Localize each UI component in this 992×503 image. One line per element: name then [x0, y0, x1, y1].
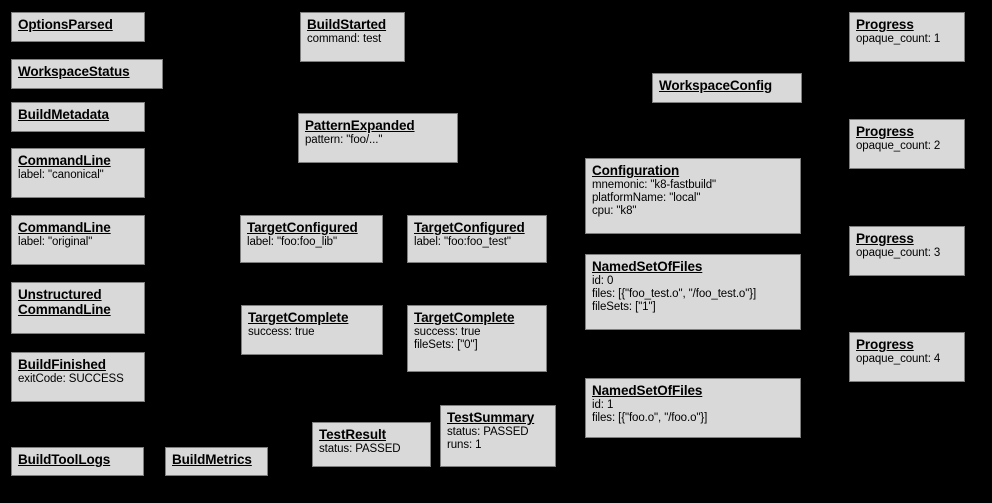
event-node-title: TargetComplete	[248, 310, 349, 325]
event-node-field: platformName: "local"	[592, 191, 701, 204]
event-node-field: cpu: "k8"	[592, 204, 637, 217]
event-node-unstructured-command-line[interactable]: Unstructured CommandLine	[11, 282, 145, 334]
event-node-title: PatternExpanded	[305, 118, 415, 133]
event-node-field: pattern: "foo/..."	[305, 134, 383, 147]
event-node-title: Configuration	[592, 163, 680, 178]
event-node-title: TargetConfigured	[247, 220, 358, 235]
event-node-title: Progress	[856, 337, 914, 352]
event-node-title: Unstructured CommandLine	[18, 287, 111, 318]
event-node-field: opaque_count: 1	[856, 33, 941, 46]
event-node-field: label: "foo:foo_lib"	[247, 236, 337, 249]
event-node-workspace-status[interactable]: WorkspaceStatus	[11, 59, 163, 89]
event-node-fields: opaque_count: 2	[856, 140, 958, 153]
event-node-field: label: "foo:foo_test"	[414, 236, 511, 249]
event-node-title: Progress	[856, 231, 914, 246]
event-node-field: success: true	[248, 326, 315, 339]
event-node-title: BuildMetrics	[172, 452, 252, 467]
event-node-fields: exitCode: SUCCESS	[18, 373, 138, 386]
event-node-title: Progress	[856, 124, 914, 139]
event-node-field: fileSets: ["0"]	[414, 338, 478, 351]
event-node-title: OptionsParsed	[18, 17, 113, 32]
event-node-fields: success: true	[248, 326, 376, 339]
event-node-field: files: [{"foo_test.o", "/foo_test.o"}]	[592, 287, 757, 300]
event-node-title: WorkspaceStatus	[18, 64, 130, 79]
event-node-build-metadata[interactable]: BuildMetadata	[11, 102, 145, 132]
event-node-fields: opaque_count: 1	[856, 33, 958, 46]
event-node-title: Progress	[856, 17, 914, 32]
event-node-field: opaque_count: 4	[856, 353, 941, 366]
event-node-field: label: "original"	[18, 236, 93, 249]
event-node-field: command: test	[307, 33, 382, 46]
event-node-title: BuildToolLogs	[18, 452, 111, 467]
event-node-field: opaque_count: 3	[856, 247, 941, 260]
event-node-title: TestSummary	[447, 410, 535, 425]
event-node-title: BuildStarted	[307, 17, 387, 32]
event-node-fields: label: "foo:foo_test"	[414, 236, 540, 249]
event-node-title: CommandLine	[18, 153, 111, 168]
event-node-field: exitCode: SUCCESS	[18, 373, 124, 386]
event-node-title: NamedSetOfFiles	[592, 259, 703, 274]
event-node-title: BuildFinished	[18, 357, 106, 372]
event-node-field: id: 0	[592, 275, 614, 288]
event-node-title: BuildMetadata	[18, 107, 109, 122]
event-node-title: TargetComplete	[414, 310, 515, 325]
event-node-build-metrics[interactable]: BuildMetrics	[165, 447, 268, 476]
event-node-workspace-config[interactable]: WorkspaceConfig	[652, 73, 802, 103]
event-node-title: CommandLine	[18, 220, 111, 235]
event-node-field: status: PASSED	[319, 443, 401, 456]
event-node-fields: mnemonic: "k8-fastbuild"platformName: "l…	[592, 179, 794, 218]
event-node-fields: command: test	[307, 33, 398, 46]
event-node-field: opaque_count: 2	[856, 140, 941, 153]
event-node-field: id: 1	[592, 399, 614, 412]
event-node-title: WorkspaceConfig	[659, 78, 773, 93]
event-node-options-parsed[interactable]: OptionsParsed	[11, 12, 145, 42]
event-node-title: NamedSetOfFiles	[592, 383, 703, 398]
event-node-field: mnemonic: "k8-fastbuild"	[592, 179, 717, 192]
event-node-field: label: "canonical"	[18, 169, 104, 182]
event-node-field: success: true	[414, 326, 481, 339]
event-node-title: TargetConfigured	[414, 220, 525, 235]
event-node-fields: opaque_count: 3	[856, 247, 958, 260]
event-node-fields: opaque_count: 4	[856, 353, 958, 366]
event-node-title: TestResult	[319, 427, 387, 442]
event-node-fields: status: PASSED	[319, 443, 424, 456]
event-node-field: status: PASSED	[447, 426, 529, 439]
event-node-fields: pattern: "foo/..."	[305, 134, 451, 147]
event-node-field: fileSets: ["1"]	[592, 300, 656, 313]
event-node-fields: label: "canonical"	[18, 169, 138, 182]
event-node-fields: label: "foo:foo_lib"	[247, 236, 376, 249]
event-node-field: files: [{"foo.o", "/foo.o"}]	[592, 411, 708, 424]
event-node-field: runs: 1	[447, 438, 482, 451]
event-node-fields: label: "original"	[18, 236, 138, 249]
event-node-build-tool-logs[interactable]: BuildToolLogs	[11, 447, 144, 476]
